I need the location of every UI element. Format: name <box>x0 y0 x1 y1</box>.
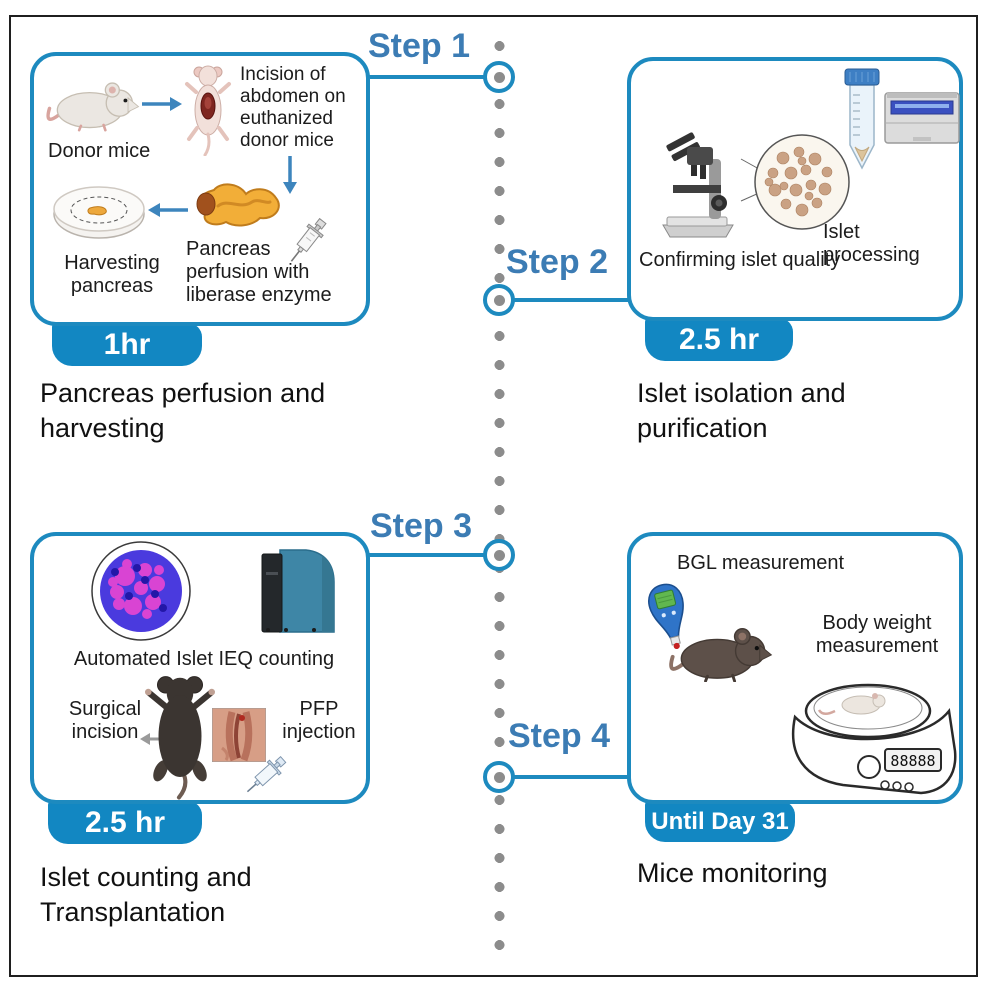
arrow-right-icon <box>142 97 182 111</box>
step3-box: Automated Islet IEQ counting Surgical in… <box>30 532 370 804</box>
step3-duration: 2.5 hr <box>84 805 166 839</box>
step2-duration: 2.5 hr <box>678 322 760 356</box>
step3-label: Step 3 <box>370 507 473 545</box>
timeline-node-step1 <box>483 61 515 93</box>
connector-step1 <box>366 75 484 79</box>
step3-duration-badge: 2.5 hr <box>48 801 202 844</box>
connector-step3 <box>366 553 484 557</box>
pancreas-icon <box>196 183 280 227</box>
weighing-scale-icon: 88888 <box>791 683 957 795</box>
glucometer-icon <box>648 583 684 650</box>
step1-box: Donor mice Incision of abdomen on euthan… <box>30 52 370 326</box>
bgl-measurement-label: BGL measurement <box>677 552 845 574</box>
arrow-down-icon <box>283 156 297 194</box>
timeline-dot <box>493 71 505 83</box>
step2-box: Islet processing Confirming islet qualit… <box>627 57 963 321</box>
stained-islets-icon <box>91 541 191 641</box>
conical-tube-icon <box>844 68 880 170</box>
step3-caption: Islet counting and Transplantation <box>40 862 252 928</box>
figure-border <box>9 15 978 977</box>
arrow-left-icon <box>148 203 188 217</box>
step1-duration-badge: 1hr <box>52 323 202 366</box>
automated-counting-label: Automated Islet IEQ counting <box>73 648 335 670</box>
surgical-incision-label: Surgical incision <box>68 698 142 743</box>
harvesting-label: Harvesting pancreas <box>64 252 160 297</box>
islet-magnified-icon <box>740 134 850 230</box>
svg-text:88888: 88888 <box>890 752 935 770</box>
microscope-icon <box>662 132 734 238</box>
dark-mouse-icon <box>669 628 773 682</box>
step2-label: Step 2 <box>506 243 609 281</box>
islet-counter-machine-icon <box>261 549 335 633</box>
dissected-mouse-icon <box>185 65 231 156</box>
centrifuge-icon <box>884 92 960 144</box>
step4-duration: Until Day 31 <box>651 807 789 835</box>
connector-step2 <box>514 298 629 302</box>
step2-duration-badge: 2.5 hr <box>645 318 793 361</box>
pfp-injection-label: PFP injection <box>282 698 356 743</box>
timeline-dot <box>493 771 505 783</box>
syringe-icon <box>290 217 327 262</box>
step4-duration-badge: Until Day 31 <box>645 801 795 842</box>
step4-label: Step 4 <box>508 717 611 755</box>
donor-mice-label: Donor mice <box>48 140 151 162</box>
surgical-photo-icon <box>212 708 266 762</box>
step2-caption: Islet isolation and purification <box>637 378 846 444</box>
step4-caption: Mice monitoring <box>637 858 828 888</box>
petri-dish-icon <box>53 186 145 239</box>
islet-processing-label: Islet processing <box>823 221 920 266</box>
timeline-dot <box>493 294 505 306</box>
confirming-islet-quality-label: Confirming islet quality <box>639 249 841 271</box>
step1-label: Step 1 <box>368 27 471 65</box>
incision-label: Incision of abdomen on euthanized donor … <box>240 64 346 151</box>
syringe-icon <box>246 756 287 793</box>
white-mouse-icon <box>46 82 140 132</box>
timeline-node-step2 <box>483 284 515 316</box>
black-mouse-icon <box>145 676 215 800</box>
timeline-node-step4 <box>483 761 515 793</box>
timeline-dot <box>493 549 505 561</box>
step1-duration: 1hr <box>103 327 151 361</box>
timeline-dotted-line <box>494 40 505 956</box>
body-weight-label: Body weight measurement <box>815 612 939 657</box>
perfusion-label: Pancreas perfusion with liberase enzyme <box>186 238 332 306</box>
connector-step4 <box>514 775 629 779</box>
step1-caption: Pancreas perfusion and harvesting <box>40 378 326 444</box>
step4-box: BGL measurement Body weight measu <box>627 532 963 804</box>
timeline-node-step3 <box>483 539 515 571</box>
